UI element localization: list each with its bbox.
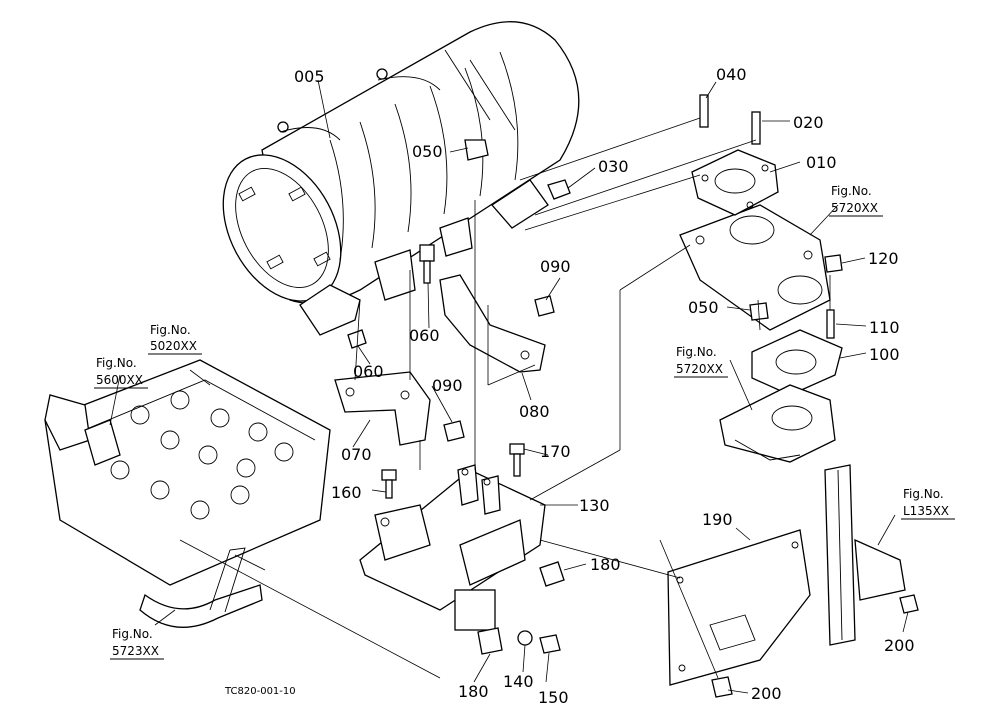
- bracket-130: [359, 464, 546, 631]
- part-label-190: 190: [702, 510, 733, 529]
- svg-text:Fig.No.: Fig.No.: [903, 487, 944, 501]
- engine-cylinder-head: [44, 359, 331, 586]
- part-label-100: 100: [869, 345, 900, 364]
- muffler-assembly: [222, 21, 580, 336]
- svg-text:5720XX: 5720XX: [831, 201, 878, 215]
- exhaust-manifold: [719, 384, 836, 463]
- svg-text:5723XX: 5723XX: [112, 644, 159, 658]
- part-label-005: 005: [294, 67, 325, 86]
- water-pipe: [139, 547, 266, 628]
- svg-text:Fig.No.: Fig.No.: [112, 627, 153, 641]
- part-label-120: 120: [868, 249, 899, 268]
- part-label-110: 110: [869, 318, 900, 337]
- part-label-160: 160: [331, 483, 362, 502]
- part-label-050b: 050: [688, 298, 719, 317]
- part-label-140: 140: [503, 672, 534, 691]
- frame-l135xx: [824, 464, 906, 646]
- figure-references: Fig.No. 5020XX Fig.No. 5600XX Fig.No. 57…: [94, 184, 955, 660]
- bolt-090a: [534, 295, 555, 317]
- svg-text:L135XX: L135XX: [903, 504, 949, 518]
- bolt-200a: [711, 676, 733, 698]
- svg-text:5020XX: 5020XX: [150, 339, 197, 353]
- fig-ref-5020xx: Fig.No. 5020XX: [148, 323, 202, 355]
- svg-text:5600XX: 5600XX: [96, 373, 143, 387]
- bracket-080: [439, 274, 546, 373]
- part-label-070: 070: [341, 445, 372, 464]
- part-label-030: 030: [598, 157, 629, 176]
- bracket-070: [334, 371, 431, 446]
- bolt-060a: [419, 244, 435, 284]
- nut-150: [539, 634, 561, 654]
- svg-text:5720XX: 5720XX: [676, 362, 723, 376]
- part-label-010: 010: [806, 153, 837, 172]
- part-label-150: 150: [538, 688, 569, 707]
- bolt-060b: [347, 329, 367, 349]
- leader-lines: [109, 79, 909, 694]
- part-labels: 005 010 020 030 040 050 050 060 060 070 …: [294, 65, 915, 707]
- part-label-040: 040: [716, 65, 747, 84]
- fig-ref-l135xx: Fig.No. L135XX: [901, 487, 955, 520]
- part-label-090a: 090: [540, 257, 571, 276]
- bolt-170: [509, 443, 525, 477]
- part-label-180a: 180: [590, 555, 621, 574]
- svg-text:Fig.No.: Fig.No.: [676, 345, 717, 359]
- stud-110: [826, 309, 835, 339]
- stud-040: [699, 94, 709, 128]
- fig-ref-5720xx-lower: Fig.No. 5720XX: [674, 345, 728, 378]
- bolt-160: [381, 469, 397, 499]
- grommet-180b: [477, 627, 503, 655]
- cover-190: [667, 529, 811, 686]
- stud-020: [751, 111, 761, 145]
- part-label-130: 130: [579, 496, 610, 515]
- drawing-code: TC820-001-10: [224, 686, 296, 697]
- part-label-090b: 090: [432, 376, 463, 395]
- fig-ref-5723xx: Fig.No. 5723XX: [110, 627, 164, 660]
- part-label-020: 020: [793, 113, 824, 132]
- part-label-060b: 060: [353, 362, 384, 381]
- part-label-180b: 180: [458, 682, 489, 701]
- part-label-080: 080: [519, 402, 550, 421]
- exhaust-elbow: [679, 204, 831, 331]
- bolt-200b: [899, 594, 919, 614]
- part-label-200b: 200: [884, 636, 915, 655]
- part-label-060a: 060: [409, 326, 440, 345]
- part-label-170: 170: [540, 442, 571, 461]
- nut-120: [824, 254, 843, 273]
- fig-ref-5600xx: Fig.No. 5600XX: [94, 356, 148, 389]
- nut-030: [547, 179, 571, 200]
- grommet-180a: [539, 561, 565, 587]
- part-label-200a: 200: [751, 684, 782, 703]
- gasket-100: [751, 329, 843, 396]
- washer-140: [517, 630, 533, 646]
- fig-ref-5720xx-upper: Fig.No. 5720XX: [829, 184, 883, 217]
- svg-text:Fig.No.: Fig.No.: [96, 356, 137, 370]
- svg-text:Fig.No.: Fig.No.: [831, 184, 872, 198]
- assembly-lines: [179, 117, 831, 679]
- bolt-090b: [443, 420, 465, 442]
- gasket-010: [691, 149, 779, 216]
- svg-text:Fig.No.: Fig.No.: [150, 323, 191, 337]
- part-label-050a: 050: [412, 142, 443, 161]
